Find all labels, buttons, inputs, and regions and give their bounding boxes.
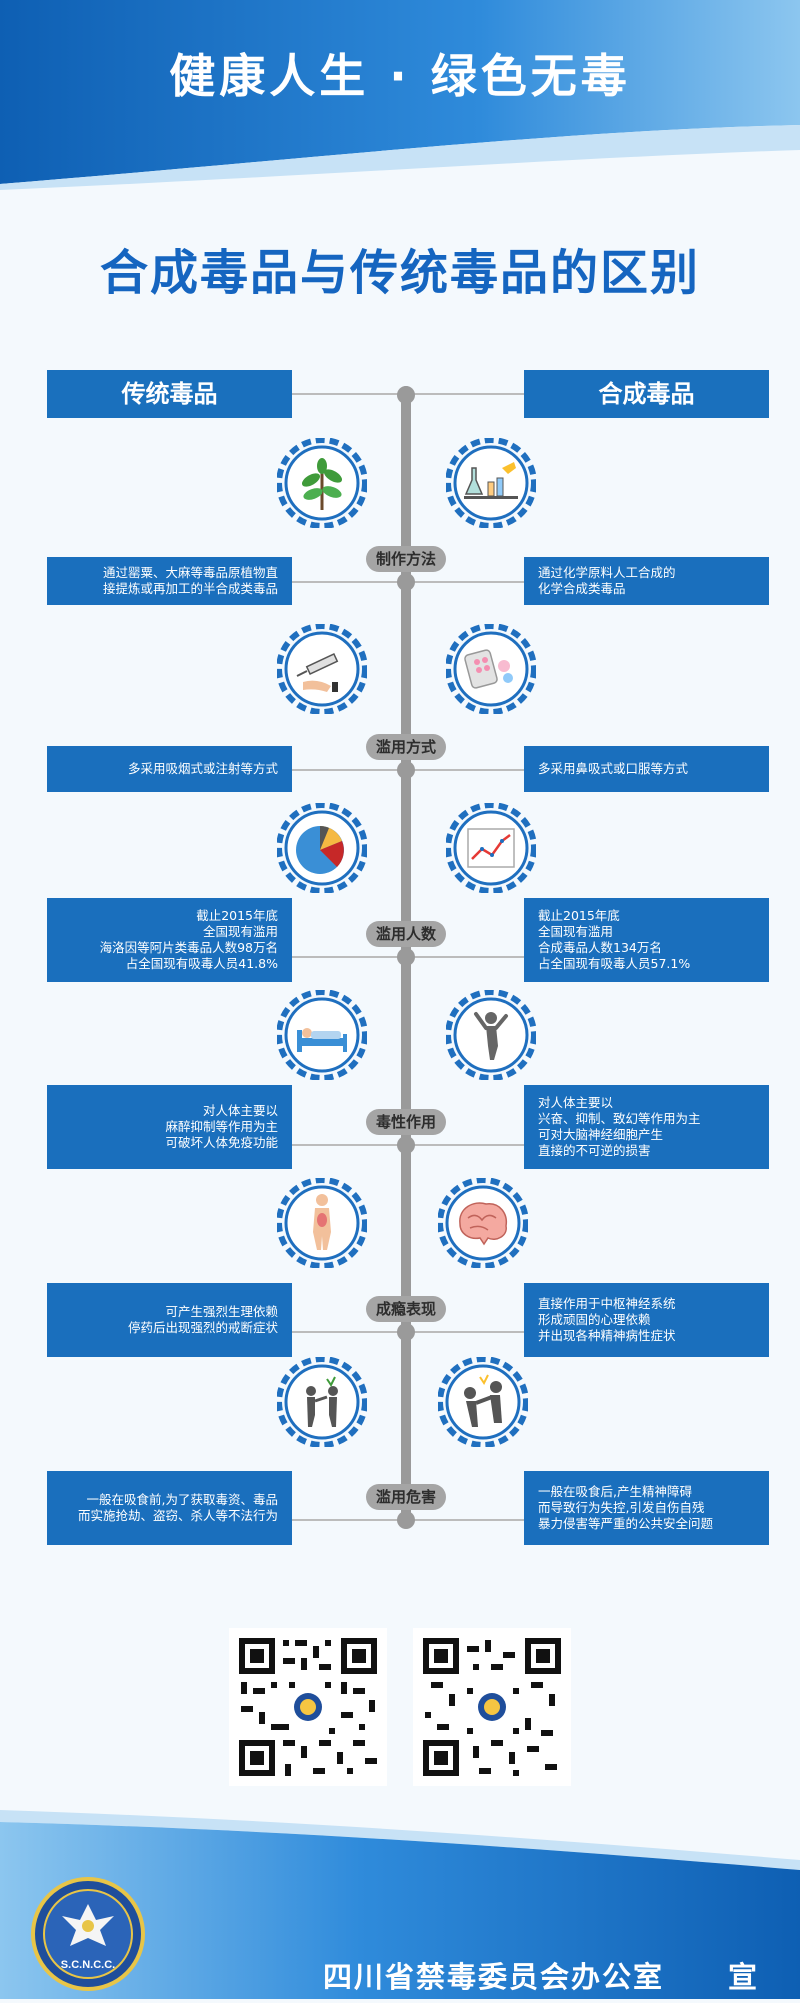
info-text-line: 形成顽固的心理依赖: [538, 1312, 651, 1327]
hospital-bed-icon: [277, 990, 367, 1080]
info-box-traditional-addiction: 可产生强烈生理依赖 停药后出现强烈的戒断症状: [47, 1283, 292, 1357]
info-box-traditional-toxicity: 对人体主要以 麻醉抑制等作用为主 可破坏人体免疫功能: [47, 1085, 292, 1169]
header-background: [0, 0, 800, 190]
footer-banner: [0, 1800, 800, 1999]
info-text-line: 占全国现有吸毒人员41.8%: [125, 956, 278, 971]
info-text-line: 占全国现有吸毒人员57.1%: [538, 956, 691, 971]
info-text-line: 兴奋、抑制、致幻等作用为主: [538, 1111, 701, 1126]
info-text-line: 可对大脑神经细胞产生: [538, 1127, 664, 1142]
page-title: 合成毒品与传统毒品的区别: [99, 245, 700, 301]
emblem-text: S.C.N.C.C.: [61, 1959, 115, 1971]
info-text-line: 停药后出现强烈的戒断症状: [127, 1320, 278, 1335]
info-box-synthetic-toxicity: 对人体主要以 兴奋、抑制、致幻等作用为主 可对大脑神经细胞产生 直接的不可逆的损…: [524, 1085, 769, 1169]
pie-chart-icon: [277, 803, 367, 893]
category-label-users: 滥用人数: [366, 921, 446, 947]
header-connector-left: [292, 393, 402, 395]
timeline-dot: [397, 1323, 415, 1341]
column-header-traditional: 传统毒品: [47, 370, 292, 418]
info-text-line: 接提炼或再加工的半合成类毒品: [102, 581, 278, 596]
info-text-line: 合成毒品人数134万名: [538, 940, 662, 955]
timeline-dot: [397, 1136, 415, 1154]
category-label-production: 制作方法: [366, 546, 446, 572]
info-box-traditional-usage: 多采用吸烟式或注射等方式: [47, 746, 292, 792]
qr-code-right: [413, 1628, 571, 1786]
info-text-line: 并出现各种精神病性症状: [538, 1328, 676, 1343]
info-box-traditional-harm: 一般在吸食前,为了获取毒资、毒品 而实施抢劫、盗窃、杀人等不法行为: [47, 1471, 292, 1545]
info-text-line: 多采用吸烟式或注射等方式: [127, 761, 278, 776]
footer-background: [0, 1810, 800, 1999]
info-text-line: 多采用鼻吸式或口服等方式: [538, 761, 689, 776]
timeline-dot: [397, 573, 415, 591]
info-text-line: 而导致行为失控,引发自伤自残: [538, 1500, 705, 1515]
footer-organization: 四川省禁毒委员会办公室: [323, 1960, 665, 1994]
info-text-line: 而实施抢劫、盗窃、杀人等不法行为: [77, 1508, 278, 1523]
category-label-usage: 滥用方式: [366, 734, 446, 760]
info-text-line: 暴力侵害等严重的公共安全问题: [538, 1516, 714, 1531]
human-body-icon: [277, 1178, 367, 1268]
category-label-toxicity: 毒性作用: [366, 1109, 446, 1135]
column-header-synthetic: 合成毒品: [524, 370, 769, 418]
info-text-line: 一般在吸食前,为了获取毒资、毒品: [86, 1492, 278, 1507]
info-text-line: 通过化学原料人工合成的: [538, 565, 676, 580]
info-text-line: 直接的不可逆的损害: [538, 1143, 651, 1158]
qr-code-image: [229, 1628, 387, 1786]
info-text-line: 通过罂粟、大麻等毒品原植物直: [102, 565, 278, 580]
timeline-dot: [397, 1511, 415, 1529]
info-text-line: 全国现有滥用: [202, 924, 278, 939]
footer-publicity-label: 宣: [728, 1960, 758, 1994]
info-text-line: 一般在吸食后,产生精神障碍: [538, 1484, 692, 1499]
robbery-icon: [277, 1357, 367, 1447]
info-text-line: 对人体主要以: [202, 1103, 278, 1118]
info-box-traditional-production: 通过罂粟、大麻等毒品原植物直 接提炼或再加工的半合成类毒品: [47, 557, 292, 605]
emblem-logo: S.C.N.C.C.: [31, 1877, 145, 1991]
timeline-dot: [397, 948, 415, 966]
agitated-person-icon: [446, 990, 536, 1080]
qr-code-left: [229, 1628, 387, 1786]
header-banner: 健康人生 · 绿色无毒: [0, 0, 800, 190]
info-text-line: 可破坏人体免疫功能: [165, 1135, 278, 1150]
info-text-line: 海洛因等阿片类毒品人数98万名: [99, 940, 278, 955]
info-box-traditional-users: 截止2015年底 全国现有滥用 海洛因等阿片类毒品人数98万名 占全国现有吸毒人…: [47, 898, 292, 982]
info-text-line: 截止2015年底: [196, 908, 278, 923]
info-box-synthetic-users: 截止2015年底 全国现有滥用 合成毒品人数134万名 占全国现有吸毒人员57.…: [524, 898, 769, 982]
header-connector-right: [411, 393, 524, 395]
category-label-harm: 滥用危害: [366, 1484, 446, 1510]
plant-icon: [277, 438, 367, 528]
violence-icon: [438, 1357, 528, 1447]
pills-icon: [446, 624, 536, 714]
timeline-dot: [397, 761, 415, 779]
info-box-synthetic-usage: 多采用鼻吸式或口服等方式: [524, 746, 769, 792]
info-text-line: 截止2015年底: [538, 908, 620, 923]
info-box-synthetic-production: 通过化学原料人工合成的 化学合成类毒品: [524, 557, 769, 605]
info-text-line: 可产生强烈生理依赖: [165, 1304, 278, 1319]
info-box-synthetic-harm: 一般在吸食后,产生精神障碍 而导致行为失控,引发自伤自残 暴力侵害等严重的公共安…: [524, 1471, 769, 1545]
header-title: 健康人生 · 绿色无毒: [169, 49, 631, 103]
lab-equipment-icon: [446, 438, 536, 528]
info-text-line: 直接作用于中枢神经系统: [538, 1296, 676, 1311]
line-chart-icon: [446, 803, 536, 893]
info-text-line: 对人体主要以: [538, 1095, 614, 1110]
category-label-addiction: 成瘾表现: [366, 1296, 446, 1322]
info-text-line: 全国现有滥用: [538, 924, 614, 939]
timeline-dot: [397, 386, 415, 404]
syringe-icon: [277, 624, 367, 714]
info-box-synthetic-addiction: 直接作用于中枢神经系统 形成顽固的心理依赖 并出现各种精神病性症状: [524, 1283, 769, 1357]
brain-icon: [438, 1178, 528, 1268]
qr-code-image: [413, 1628, 571, 1786]
info-text-line: 化学合成类毒品: [538, 581, 626, 596]
info-text-line: 麻醉抑制等作用为主: [165, 1119, 278, 1134]
